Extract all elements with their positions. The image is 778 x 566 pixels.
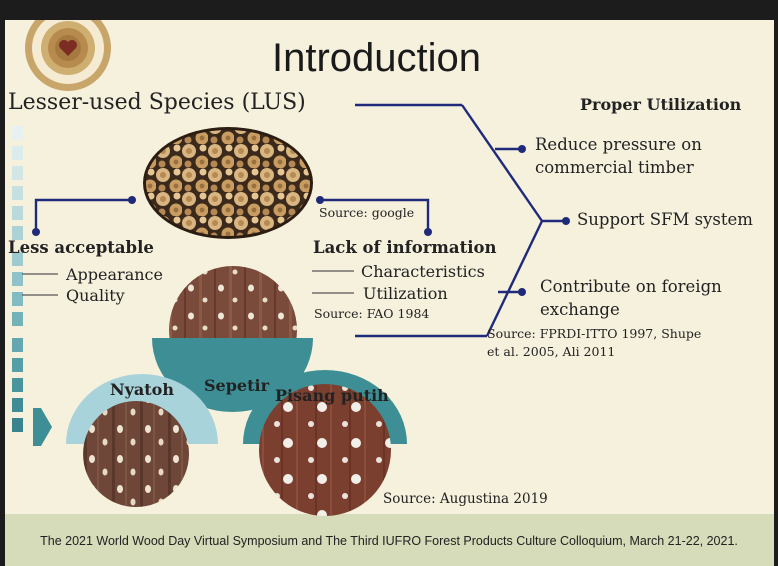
- connectors: [34, 103, 565, 338]
- source-fprdi: Source: FPRDI-ITTO 1997, Shupe et al. 20…: [487, 326, 702, 359]
- characteristics-text: Characteristics: [361, 262, 485, 281]
- connector-dots: [32, 145, 570, 296]
- appearance-text: Appearance: [66, 265, 163, 284]
- window-right-edge: [774, 0, 778, 566]
- less-acceptable-heading: Less acceptable: [8, 238, 154, 257]
- quality-text: Quality: [66, 286, 125, 305]
- slide-title: Introduction: [272, 36, 482, 80]
- window-left-edge: [0, 0, 5, 566]
- footer-band: [0, 514, 778, 566]
- footer-text: The 2021 World Wood Day Virtual Symposiu…: [40, 534, 738, 548]
- foreign-exchange-text: Contribute on foreign exchange: [540, 277, 722, 319]
- pisang-putih-wood-image: [243, 370, 407, 516]
- support-sfm-text: Support SFM system: [577, 210, 753, 229]
- window-top-bar: [0, 0, 778, 20]
- sepetir-label: Sepetir: [204, 376, 269, 395]
- heart-icon: [59, 40, 77, 56]
- nyatoh-label: Nyatoh: [110, 380, 174, 399]
- lus-heading: Lesser-used Species (LUS): [8, 90, 306, 115]
- source-google: Source: google: [319, 205, 415, 220]
- pisang-putih-label: Pisang putih: [275, 386, 389, 405]
- lack-of-information-heading: Lack of information: [313, 238, 497, 257]
- source-fao: Source: FAO 1984: [314, 306, 430, 321]
- world-wood-day-logo: [25, 5, 111, 91]
- source-augustina: Source: Augustina 2019: [383, 491, 548, 507]
- proper-utilization-heading: Proper Utilization: [580, 95, 742, 114]
- utilization-text: Utilization: [363, 284, 448, 303]
- left-strip: [12, 126, 52, 446]
- nyatoh-wood-image: [66, 374, 218, 507]
- arrow-right-icon: [33, 408, 52, 446]
- reduce-pressure-text: Reduce pressure on commercial timber: [535, 135, 702, 177]
- bullet-dashes: [22, 270, 354, 296]
